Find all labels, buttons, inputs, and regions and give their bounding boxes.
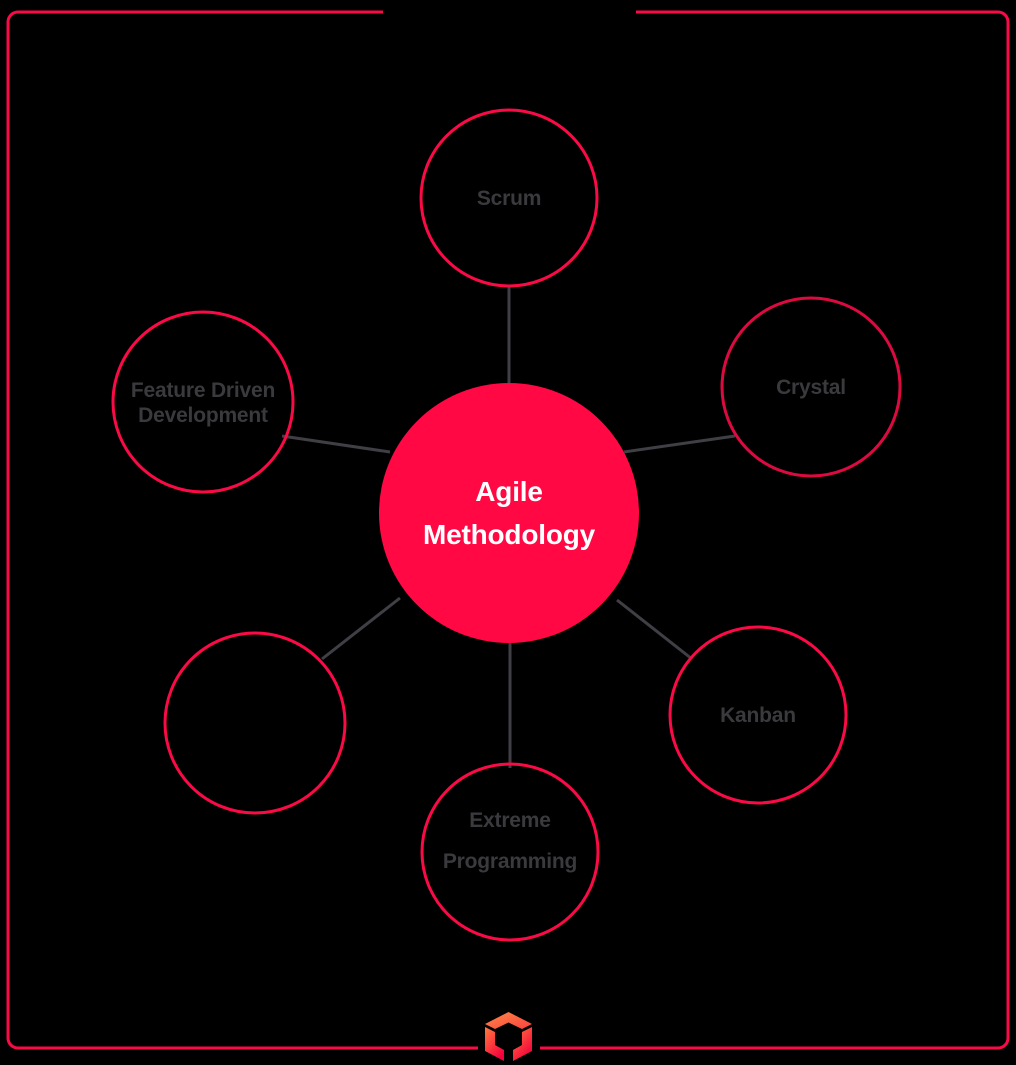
frame-left-path bbox=[6, 10, 478, 1050]
center-circle-agile-methodology[interactable] bbox=[379, 383, 639, 643]
connector-unlabeled bbox=[321, 596, 401, 661]
decorative-frame bbox=[6, 10, 1010, 1050]
cube-logo bbox=[485, 1012, 532, 1061]
node-circle-scrum[interactable] bbox=[419, 108, 599, 288]
node-circle-kanban[interactable] bbox=[668, 625, 848, 805]
spoke-circle-group bbox=[111, 108, 902, 942]
connector-group bbox=[281, 287, 736, 768]
connector-crystal bbox=[623, 434, 736, 454]
connector-kanban bbox=[616, 598, 693, 661]
node-circle-extreme-programming[interactable] bbox=[420, 762, 600, 942]
connector-fdd bbox=[281, 434, 391, 454]
node-circle-unlabeled[interactable] bbox=[163, 631, 347, 815]
node-circle-feature-driven-development[interactable] bbox=[111, 310, 295, 494]
node-circle-crystal[interactable] bbox=[720, 296, 902, 478]
frame-right-path bbox=[540, 10, 1010, 1050]
